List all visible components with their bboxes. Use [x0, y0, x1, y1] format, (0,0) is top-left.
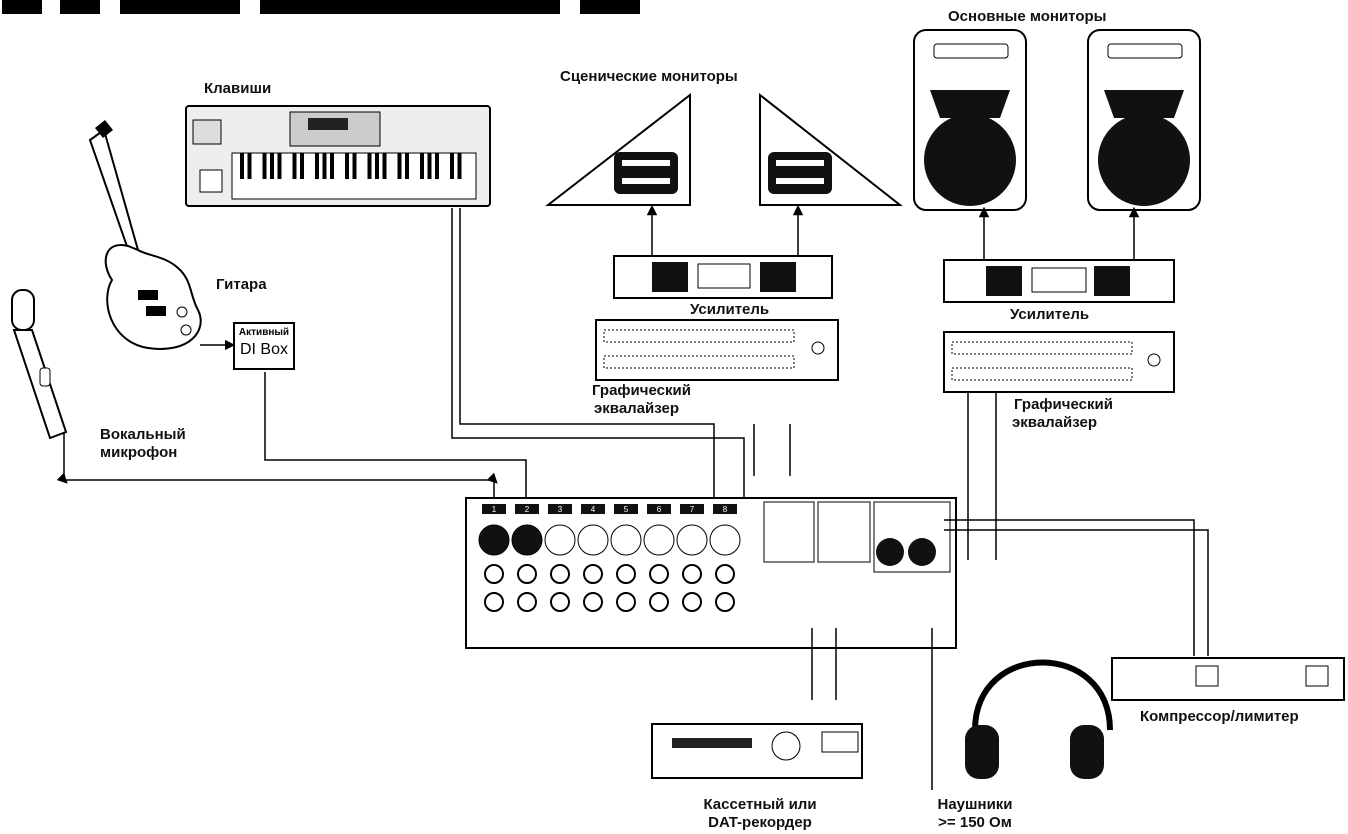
label-eq-left-line2: эквалайзер	[594, 400, 679, 418]
mixer-channel-number: 7	[690, 505, 695, 514]
keyboard-black-key	[330, 153, 334, 179]
jack-input	[617, 565, 635, 583]
stage-monitor-right	[760, 95, 900, 205]
headphones	[965, 663, 1110, 780]
label-compressor: Компрессор/лимитер	[1140, 708, 1299, 726]
xlr-input-jack	[677, 525, 707, 555]
graphic-eq-right	[944, 332, 1174, 392]
keyboard-black-key	[353, 153, 357, 179]
mixer-channel-number: 8	[723, 505, 728, 514]
keyboard-black-key	[263, 153, 267, 179]
keyboard-black-key	[375, 153, 379, 179]
label-vocal-mic-line2: микрофон	[100, 444, 177, 462]
xlr-input-jack	[545, 525, 575, 555]
xlr-input-jack	[578, 525, 608, 555]
keyboard	[186, 106, 490, 206]
xlr-input-jack	[710, 525, 740, 555]
jack-input	[584, 565, 602, 583]
jack-input	[485, 593, 503, 611]
main-monitor-left	[914, 30, 1026, 210]
label-eq-right-line2: эквалайзер	[1012, 414, 1097, 432]
keyboard-black-key	[300, 153, 304, 179]
mixer-channel-number: 6	[657, 505, 662, 514]
xlr-input-jack	[611, 525, 641, 555]
jack-input	[650, 565, 668, 583]
keyboard-black-key	[323, 153, 327, 179]
label-recorder-line2: DAT-рекордер	[700, 814, 820, 832]
keyboard-black-key	[420, 153, 424, 179]
jack-input	[518, 593, 536, 611]
jack-input	[683, 593, 701, 611]
jack-input	[551, 593, 569, 611]
keyboard-black-key	[293, 153, 297, 179]
label-keys: Клавиши	[204, 80, 271, 98]
keyboard-black-key	[428, 153, 432, 179]
keyboard-black-key	[383, 153, 387, 179]
xlr-input-jack	[512, 525, 542, 555]
xlr-input-jack	[644, 525, 674, 555]
mixer-channel-number: 4	[591, 505, 596, 514]
label-guitar: Гитара	[216, 276, 267, 294]
jack-input	[716, 565, 734, 583]
label-headphones-line2: >= 150 Ом	[930, 814, 1020, 832]
keyboard-black-key	[248, 153, 252, 179]
mixer-channel-number: 3	[558, 505, 563, 514]
label-main-monitors: Основные мониторы	[948, 8, 1106, 26]
label-recorder-line1: Кассетный или	[700, 796, 820, 814]
mixer-channel-number: 1	[492, 505, 497, 514]
jack-input	[716, 593, 734, 611]
keyboard-black-key	[458, 153, 462, 179]
di-box: Активный DI Box	[233, 322, 295, 370]
mixer-channel-number: 2	[525, 505, 530, 514]
amplifier-left	[614, 256, 832, 298]
cropped-title-fragment	[0, 0, 840, 16]
stage-monitor-left	[548, 95, 690, 205]
xlr-input-jack	[479, 525, 509, 555]
jack-input	[551, 565, 569, 583]
label-eq-left-line1: Графический	[592, 382, 691, 400]
jack-input	[683, 565, 701, 583]
label-amplifier-right: Усилитель	[1010, 306, 1089, 324]
main-monitor-right	[1088, 30, 1200, 210]
label-headphones-line1: Наушники	[930, 796, 1020, 814]
keyboard-black-key	[345, 153, 349, 179]
label-vocal-mic-line1: Вокальный	[100, 426, 186, 444]
label-stage-monitors: Сценические мониторы	[560, 68, 738, 86]
mixer-channel-number: 5	[624, 505, 629, 514]
keyboard-black-key	[450, 153, 454, 179]
keyboard-black-key	[278, 153, 282, 179]
jack-input	[617, 593, 635, 611]
keyboard-black-key	[270, 153, 274, 179]
mixer: 1 2 3 4 5 6 7 8	[466, 498, 956, 648]
label-eq-right-line1: Графический	[1014, 396, 1113, 414]
label-amplifier-left: Усилитель	[690, 301, 769, 319]
compressor-limiter	[1112, 658, 1344, 700]
graphic-eq-left	[596, 320, 838, 380]
jack-input	[518, 565, 536, 583]
guitar	[90, 120, 201, 349]
keyboard-black-key	[405, 153, 409, 179]
amplifier-right	[944, 260, 1174, 302]
keyboard-black-key	[398, 153, 402, 179]
jack-input	[584, 593, 602, 611]
vocal-microphone	[12, 290, 66, 438]
jack-input	[650, 593, 668, 611]
di-box-label: DI Box	[235, 341, 293, 359]
keyboard-black-key	[315, 153, 319, 179]
di-box-active-label: Активный	[235, 327, 293, 338]
keyboard-black-key	[240, 153, 244, 179]
cassette-dat-recorder	[652, 724, 862, 778]
keyboard-black-key	[435, 153, 439, 179]
jack-input	[485, 565, 503, 583]
keyboard-black-key	[368, 153, 372, 179]
